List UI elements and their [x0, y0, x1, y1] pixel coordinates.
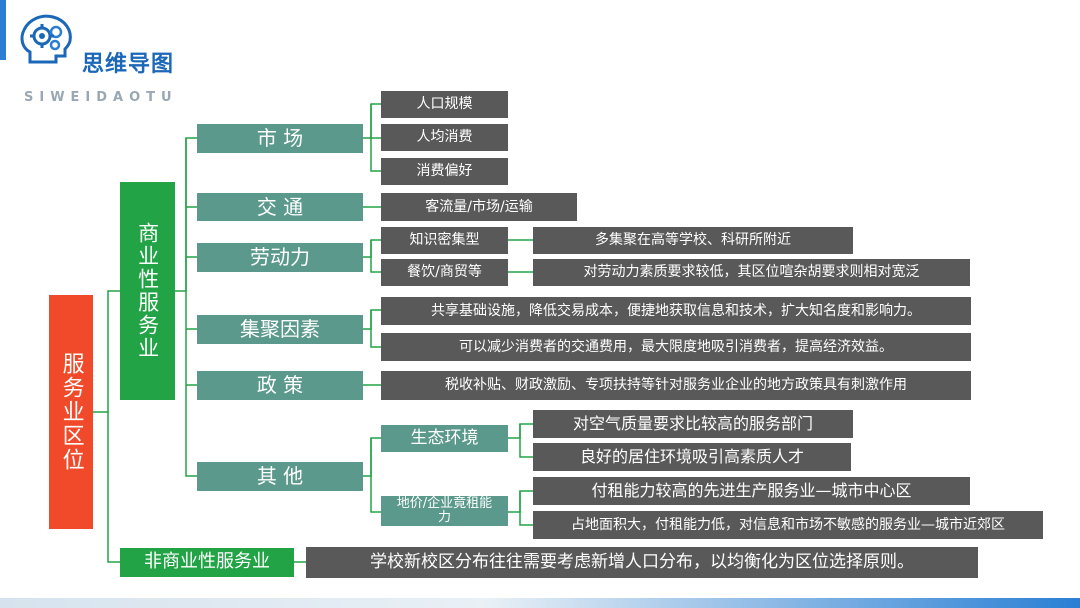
other-eco-node: 生态环境	[381, 425, 508, 452]
rent-item: 占地面积大，付租能力低，对信息和市场不敏感的服务业—城市近郊区	[533, 511, 1043, 539]
accent-bar	[0, 0, 6, 60]
rent-item: 付租能力较高的先进生产服务业—城市中心区	[533, 477, 970, 505]
labor-type-knowledge: 知识密集型	[381, 227, 508, 254]
other-rent-node: 地价/企业竟租能力	[381, 496, 508, 526]
factor-traffic: 交 通	[197, 193, 363, 221]
noncommercial-service-node: 非商业性服务业	[120, 548, 294, 577]
factor-agglomeration: 集聚因素	[197, 315, 363, 344]
brain-gear-logo-icon	[20, 14, 72, 64]
traffic-item: 客流量/市场/运输	[381, 193, 577, 221]
eco-item: 良好的居住环境吸引高素质人才	[533, 443, 851, 471]
labor-type-catering: 餐饮/商贸等	[381, 259, 508, 286]
commercial-service-node: 商业性服务业	[120, 182, 175, 400]
agglomeration-item: 可以减少消费者的交通费用，最大限度地吸引消费者，提高经济效益。	[381, 333, 971, 361]
factor-labor: 劳动力	[197, 243, 363, 272]
factor-other: 其 他	[197, 462, 363, 491]
eco-item: 对空气质量要求比较高的服务部门	[533, 410, 853, 438]
labor-note-knowledge: 多集聚在高等学校、科研所附近	[533, 227, 853, 254]
market-item: 消费偏好	[381, 158, 508, 185]
market-item: 人口规模	[381, 91, 508, 118]
factor-market: 市 场	[197, 124, 363, 153]
footer-band	[0, 598, 1080, 608]
policy-item: 税收补贴、财政激励、专项扶持等针对服务业企业的地方政策具有刺激作用	[381, 371, 971, 400]
brand-title: 思维导图	[82, 52, 175, 77]
agglomeration-item: 共享基础设施，降低交易成本，便捷地获取信息和技术，扩大知名度和影响力。	[381, 297, 971, 325]
brand-subtitle: SIWEIDAOTU	[24, 90, 178, 105]
root-node: 服务业区位	[49, 295, 93, 529]
factor-policy: 政 策	[197, 371, 363, 400]
market-item: 人均消费	[381, 124, 508, 151]
noncommercial-note: 学校新校区分布往往需要考虑新增人口分布，以均衡化为区位选择原则。	[306, 547, 978, 578]
labor-note-catering: 对劳动力素质要求较低，其区位喧杂胡要求则相对宽泛	[533, 259, 970, 286]
